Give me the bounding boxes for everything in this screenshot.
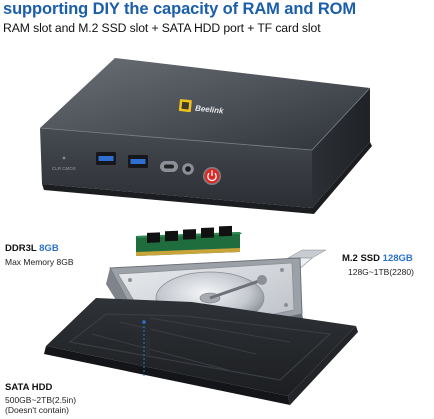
ram-capacity: 8GB [39,243,59,254]
hdd-label: SATA HDD 500GB~2TB(2.5in) (Doesn't conta… [5,382,76,415]
ram-module [136,225,242,256]
ssd-capacity: 128GB [382,253,413,264]
usb-port-2 [128,155,148,168]
ram-label: DDR3L 8GB Max Memory 8GB [5,243,74,267]
audio-jack [182,163,194,175]
ssd-label: M.2 SSD 128GB 128G~1TB(2280) [342,253,414,277]
hdd-note-contain: (Doesn't contain) [5,405,69,415]
bottom-cover [44,298,358,405]
front-ports: CLR CMOS [52,152,221,185]
ram-note: Max Memory 8GB [5,257,74,267]
usb-c-port [160,161,178,172]
headline: supporting DIY the capacity of RAM and R… [3,0,357,18]
hdd-name: SATA HDD [5,382,53,393]
ssd-note: 128G~1TB(2280) [348,267,414,277]
subheadline: RAM slot and M.2 SSD slot + SATA HDD por… [3,21,321,35]
hdd-note-capacity: 500GB~2TB(2.5in) [5,395,77,405]
clr-cmos-hole [62,156,66,160]
svg-text:Beelink: Beelink [195,104,225,116]
case-top [40,58,370,150]
usb-port-1 [96,152,116,165]
power-button [203,167,221,185]
ram-name: DDR3L [5,243,40,254]
brand-logo: Beelink [178,99,225,116]
mini-pc-case [39,58,372,214]
ssd-name: M.2 SSD [342,253,383,264]
case-side [312,88,370,208]
clr-cmos-label: CLR CMOS [52,166,76,171]
